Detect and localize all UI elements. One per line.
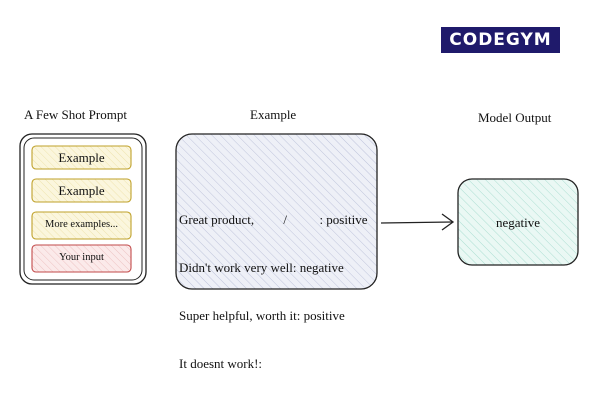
example-card-1-label: Example	[58, 150, 105, 165]
model-output-title: Model Output	[478, 110, 552, 125]
example-line-4: It doesnt work!:	[179, 356, 263, 371]
example-line-2: Didn't work very well: negative	[179, 260, 344, 275]
arrow-connector	[380, 213, 455, 231]
your-input-label: Your input	[59, 252, 104, 263]
example-line-3: Super helpful, worth it: positive	[179, 308, 345, 323]
model-output-value: negative	[495, 215, 541, 230]
example-line-1: Great product, / : positive	[179, 212, 368, 227]
logo-text: CODEGYM	[449, 30, 552, 50]
model-output-box	[457, 178, 579, 266]
more-examples-label: More examples...	[45, 219, 118, 230]
example-card-1	[31, 145, 132, 170]
example-text: Great product, / : positive Didn't work …	[179, 180, 367, 388]
few-shot-title: A Few Shot Prompt	[24, 107, 127, 122]
example-title: Example	[250, 107, 297, 122]
example-card-2	[31, 178, 132, 203]
your-input-card	[31, 244, 132, 273]
codegym-logo: CODEGYM	[441, 27, 560, 53]
example-box	[175, 133, 378, 290]
more-examples-card	[31, 211, 132, 240]
example-card-2-label: Example	[58, 183, 105, 198]
